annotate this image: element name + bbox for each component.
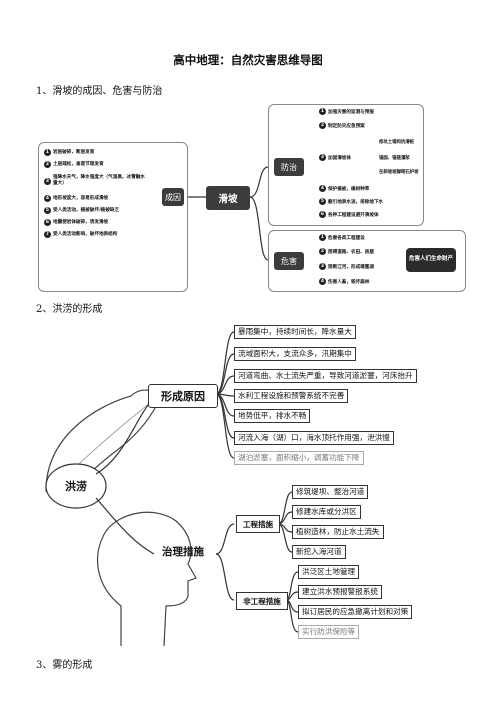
- noneng-item-4: 实行防洪保险等: [298, 625, 360, 639]
- flood-cause-6: 河流入海（湖）口，海水顶托作用强，泄洪慢: [234, 431, 394, 445]
- noneng-item-1: 洪泛区土地管理: [298, 565, 360, 579]
- harm-number: 4: [319, 278, 326, 285]
- non-engineering-label: 非工程措施: [236, 592, 288, 610]
- flood-cause-1: 暴雨集中，持续时间长，降水量大: [234, 325, 356, 339]
- section-heading-3: 3、雾的形成: [36, 660, 93, 671]
- engineering-label: 工程措施: [236, 515, 280, 533]
- prevent-number: 3: [319, 154, 326, 161]
- cause-text: 受人类活动影响，破坏地表结构: [53, 232, 118, 237]
- eng-item-3: 植树造林，防止水土流失: [292, 525, 384, 539]
- harm-text: 危害各类工程建设: [328, 235, 365, 241]
- reinforce-item-3: 在斜坡坡脚砌石护坡: [379, 170, 419, 175]
- cause-text: 地震使岩体破碎，诱发滑坡: [53, 220, 109, 225]
- cause-number: 4: [44, 194, 51, 202]
- cause-text: 地形坡度大，容易形成滑坡: [53, 196, 109, 201]
- eng-item-4: 新挖入海河道: [292, 545, 346, 559]
- harm-number: 2: [319, 248, 326, 255]
- section-heading-1: 1、滑坡的成因、危害与防治: [36, 86, 163, 97]
- harm-label: 危害: [274, 252, 304, 270]
- prevent-number: 1: [319, 108, 326, 115]
- prevent-text: 制定防灾应急预案: [328, 123, 365, 129]
- cause-text: 受人类活动，植被破坏/植被缺乏: [53, 208, 119, 213]
- cause-number: 2: [44, 160, 51, 168]
- treat-branch-label: 治理措施: [162, 546, 204, 558]
- causes-label: 成因: [162, 188, 184, 206]
- noneng-item-2: 建立洪水预报警报系统: [298, 585, 382, 599]
- harm-result: 危害人们生命财产: [406, 248, 456, 272]
- harm-number: 1: [319, 234, 326, 241]
- prevent-number: 6: [319, 211, 326, 218]
- harm-number: 3: [319, 263, 326, 270]
- cause-number: 1: [44, 148, 51, 156]
- flood-cause-5: 地势低平，排水不畅: [234, 409, 311, 423]
- cause-number: 5: [44, 206, 51, 214]
- prevent-text: 截引地表水流，排除地下水: [328, 199, 384, 205]
- eng-item-1: 修筑堤坝、整治河道: [292, 485, 369, 499]
- cause-number: 6: [44, 218, 51, 226]
- cause-number: 3: [44, 177, 51, 185]
- cause-text: 岩层破碎，断层发育: [53, 150, 95, 155]
- cause-number: 7: [44, 230, 51, 238]
- harm-text: 阻断江河，形成堰塞湖: [328, 264, 374, 270]
- cause-text: 土层疏松，垂直节理发育: [53, 162, 104, 167]
- prevention-label: 防治: [274, 158, 304, 176]
- center-landslide: 滑坡: [206, 186, 250, 210]
- prevent-number: 5: [319, 198, 326, 205]
- flood-cause-4: 水利工程设施和预警系统不完善: [234, 389, 349, 403]
- cause-text: 强降水天气，降水强度大（气温高，冰雪融水量大）: [53, 175, 145, 186]
- prevent-text: 加强灾害的监测与预报: [328, 109, 374, 115]
- eng-item-2: 修建水库或分洪区: [292, 505, 361, 519]
- flood-cause-7: 湖泊淤塞，面积缩小，调蓄功能下降: [234, 451, 364, 465]
- flood-cause-2: 流域面积大，支流众多，汛期集中: [234, 347, 356, 361]
- flood-cause-3: 河道弯曲、水土流失严重，导致河道淤塞，河床抬升: [234, 369, 417, 383]
- prevent-number: 4: [319, 185, 326, 192]
- harm-text: 阻碍道路、农田、房屋: [328, 249, 374, 255]
- noneng-item-3: 拟订居民的应急撤离计划和对策: [298, 605, 413, 619]
- reinforce-item-2: 锚固、锚链灌浆: [379, 156, 410, 161]
- prevent-text: 加固滑坡体: [328, 155, 351, 161]
- prevent-text: 各种工程建设避开滑坡体: [328, 212, 379, 218]
- prevent-text: 保护植被，植树种草: [328, 186, 370, 192]
- flood-center: 洪涝: [65, 480, 87, 493]
- prevent-number: 2: [319, 122, 326, 129]
- cause-branch-label: 形成原因: [148, 384, 218, 408]
- reinforce-item-1: 修坑土墙和抗滑桩: [379, 140, 415, 145]
- mindmap-flood: 洪涝 形成原因 暴雨集中，持续时间长，降水量大 流域面积大，支流众多，汛期集中 …: [36, 316, 466, 646]
- page-title: 高中地理：自然灾害思维导图: [173, 53, 323, 67]
- mindmap-flood-graphics: [45, 331, 299, 646]
- section-heading-2: 2、洪涝的形成: [36, 304, 103, 315]
- causes-panel: [38, 142, 188, 292]
- harm-text: 伤害人畜，毁坏森林: [328, 279, 370, 285]
